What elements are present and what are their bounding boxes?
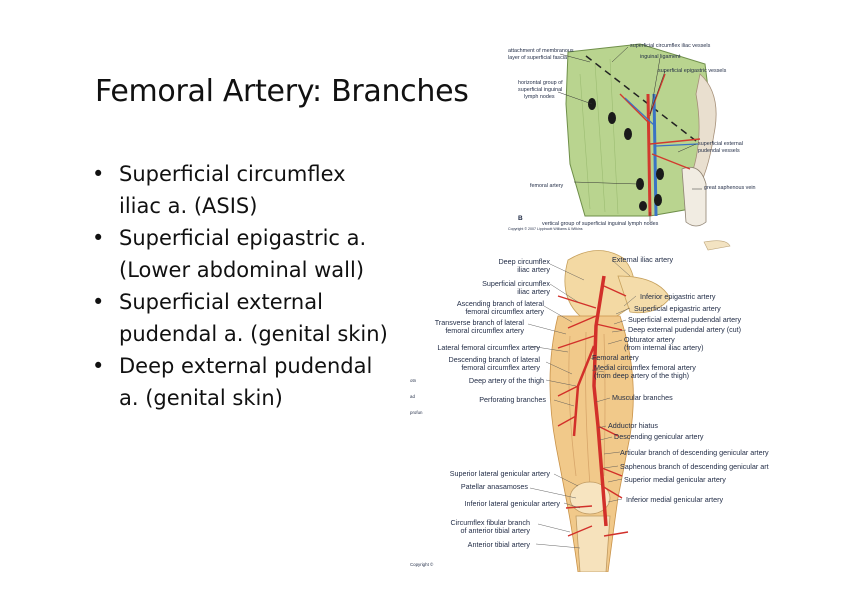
inguinal-region-figure: attachment of membranous layer of superf… (508, 43, 756, 231)
label-descending-genicular: Descending genicular artery (614, 432, 704, 441)
inguinal-ligament-line (585, 55, 701, 145)
label-obturator-2: (from internal iliac artery) (624, 343, 703, 352)
arterial-branches (557, 285, 629, 537)
label-inferior-medial-genicular: Inferior medial genicular artery (626, 495, 723, 504)
label-horizontal-3: lymph nodes (524, 94, 555, 100)
margin-fragment: ad (410, 394, 415, 399)
label-horizontal-1: horizontal group of (518, 80, 563, 86)
label-superficial-external-pudendal: Superficial external pudendal artery (628, 315, 741, 324)
label-external-iliac: External iliac artery (612, 255, 674, 264)
label-deep-circumflex-iliac-2: iliac artery (517, 265, 550, 274)
margin-fragment: otn (410, 378, 417, 383)
right-bone-fragment (703, 240, 731, 251)
patella-shape (569, 481, 611, 515)
label-medial-circumflex-2: (from deep artery of the thigh) (594, 371, 689, 380)
label-superficial-circumflex-iliac-1: Superficial circumflex (482, 279, 550, 288)
superficial-branches (619, 73, 701, 170)
label-descending-branch-1: Descending branch of lateral (449, 355, 541, 364)
label-attachment-2: layer of superficial fascia (508, 55, 567, 61)
label-adductor-hiatus: Adductor hiatus (608, 421, 658, 430)
label-descending-branch-2: femoral circumflex artery (461, 363, 540, 372)
label-perforating-branches: Perforating branches (479, 395, 546, 404)
margin-fragment: profun (410, 410, 423, 415)
label-panel-letter: B (518, 215, 523, 222)
label-ascending-branch-1: Ascending branch of lateral (457, 299, 545, 308)
label-inferior-epigastric: Inferior epigastric artery (640, 292, 716, 301)
label-horizontal-2: superficial inguinal (518, 87, 562, 93)
femoral-artery-figure: Deep circumflex iliac artery Superficial… (410, 240, 769, 572)
femoral-artery-line (646, 93, 652, 217)
femoral-artery-line (592, 275, 608, 527)
label-deep-artery-thigh: Deep artery of the thigh (469, 376, 544, 385)
label-superior-medial-genicular: Superior medial genicular artery (624, 475, 726, 484)
label-sci-vessels: superficial circumflex iliac vessels (630, 43, 711, 49)
muscle-lines (568, 331, 606, 487)
label-superficial-epigastric: Superficial epigastric artery (634, 304, 721, 313)
label-superior-lateral-genicular: Superior lateral genicular artery (450, 469, 551, 478)
bullet-list: Superficial circumflex iliac a. (ASIS) S… (92, 158, 392, 414)
label-obturator-1: Obturator artery (624, 335, 675, 344)
label-deep-external-pudendal: Deep external pudendal artery (cut) (628, 325, 741, 334)
label-circumflex-fibular-2: of anterior tibial artery (460, 526, 530, 535)
label-saphenous-branch: Saphenous branch of descending genicular… (620, 462, 769, 471)
label-articular-branch: Articular branch of descending genicular… (620, 448, 769, 457)
bullet-item: Deep external pudendal a. (genital skin) (92, 350, 392, 414)
label-lateral-femoral-circumflex: Lateral femoral circumflex artery (437, 343, 540, 352)
label-superficial-circumflex-iliac-2: iliac artery (517, 287, 550, 296)
label-femoral-artery: Femoral artery (592, 353, 639, 362)
label-se-vessels: superficial epigastric vessels (658, 68, 727, 74)
bullet-item: Superficial circumflex iliac a. (ASIS) (92, 158, 392, 222)
label-anterior-tibial: Anterior tibial artery (468, 540, 531, 549)
label-inguinal-ligament: inguinal ligament (640, 54, 681, 60)
label-patellar-anasamoses: Patellar anasamoses (461, 482, 529, 491)
label-ascending-branch-2: femoral circumflex artery (465, 307, 544, 316)
label-circumflex-fibular-1: Circumflex fibular branch (451, 518, 531, 527)
saphenous-vein-shape (681, 166, 707, 227)
label-transverse-branch-1: Transverse branch of lateral (435, 318, 525, 327)
label-copyright-top: Copyright © 2007 Lippincott Williams & W… (508, 227, 583, 231)
label-medial-circumflex-1: Medial circumflex femoral artery (594, 363, 696, 372)
label-gsv: great saphenous vein (704, 185, 756, 191)
label-sep-vessels-2: pudendal vessels (698, 148, 740, 154)
label-vertical-group: vertical group of superficial inguinal l… (542, 221, 659, 227)
pubic-bone-shape (617, 275, 671, 314)
label-sep-vessels-1: superficial external (698, 141, 743, 147)
superficial-vein-branches (624, 97, 699, 147)
bullet-item: Superficial external pudendal a. (genita… (92, 286, 392, 350)
label-femoral-artery: femoral artery (530, 183, 564, 189)
skin-texture (579, 58, 619, 215)
bullet-item: Superficial epigastric a. (Lower abdomin… (92, 222, 392, 286)
copyright-bottom: Copyright © (410, 562, 434, 567)
lymph-nodes (588, 98, 664, 211)
label-muscular-branches: Muscular branches (612, 393, 673, 402)
label-deep-circumflex-iliac-1: Deep circumflex (498, 257, 550, 266)
label-attachment-1: attachment of membranous (508, 48, 574, 54)
tibia-shape (575, 515, 611, 572)
label-inferior-lateral-genicular: Inferior lateral genicular artery (465, 499, 561, 508)
slide-title: Femoral Artery: Branches (95, 74, 469, 109)
label-transverse-branch-2: femoral circumflex artery (445, 326, 524, 335)
